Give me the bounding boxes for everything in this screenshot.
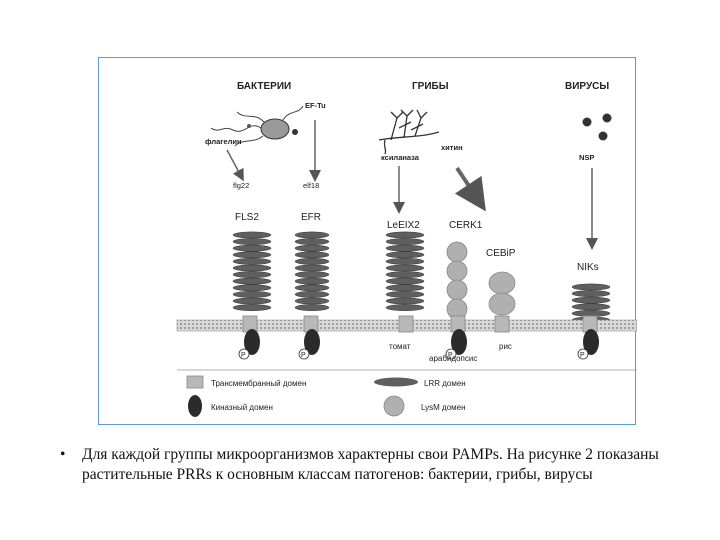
- lrr-repeat: [294, 251, 330, 259]
- nsp-label: NSP: [579, 153, 594, 162]
- lrr-repeat: [385, 244, 425, 252]
- lrr-repeat: [294, 297, 330, 305]
- lrr-repeat: [385, 271, 425, 278]
- svg-text:P: P: [448, 352, 453, 359]
- kinase-domains: [244, 329, 599, 355]
- efr-label: EFR: [301, 212, 321, 223]
- leeix2-lrr-stack: [385, 231, 425, 311]
- lrr-repeat: [232, 251, 272, 259]
- lrr-repeat: [385, 284, 425, 292]
- lrr-repeat: [232, 258, 272, 265]
- cebip-label: CEBiP: [486, 248, 516, 259]
- transmembrane-domains: [242, 315, 598, 333]
- group-bacteria-label: БАКТЕРИИ: [237, 81, 291, 92]
- cebip-lysm-stack: [488, 271, 516, 316]
- cerk1-label: CERK1: [449, 220, 483, 231]
- lrr-repeat: [294, 244, 330, 252]
- lrr-repeat: [232, 304, 272, 311]
- efr-lrr-stack: [294, 231, 330, 311]
- lrr-repeat: [294, 238, 330, 245]
- rice-label: рис: [499, 342, 512, 351]
- prr-diagram: БАКТЕРИИ ГРИБЫ ВИРУСЫ EF-Tu флагелин flg…: [98, 57, 637, 425]
- legend-lysm-label: LysM домен: [421, 403, 466, 412]
- caption-text: Для каждой группы микроорганизмов характ…: [82, 446, 659, 483]
- xylanase-label: ксиланаза: [381, 153, 420, 162]
- lrr-repeat: [385, 297, 425, 305]
- lrr-repeat: [385, 277, 425, 285]
- lrr-repeat: [294, 284, 330, 292]
- flg22-label: flg22: [233, 181, 249, 190]
- lrr-repeat: [232, 297, 272, 305]
- svg-text:P: P: [301, 352, 306, 359]
- legend-transmembrane-label: Трансмембранный домен: [211, 379, 306, 388]
- lrr-repeat: [232, 277, 272, 285]
- ef-tu-label: EF-Tu: [305, 101, 326, 110]
- caption-bullet: •: [60, 446, 66, 463]
- lrr-repeat: [232, 238, 272, 245]
- lrr-repeat: [294, 264, 330, 272]
- lrr-repeat: [571, 310, 611, 317]
- leeix2-label: LeEIX2: [387, 220, 420, 231]
- legend-kinase-label: Киназный домен: [211, 403, 273, 412]
- lrr-repeat: [232, 244, 272, 252]
- lrr-repeat: [294, 304, 330, 311]
- lrr-repeat: [294, 258, 330, 265]
- lrr-repeat: [571, 303, 611, 311]
- lrr-repeat: [294, 277, 330, 285]
- lrr-repeat: [571, 290, 611, 297]
- legend-transmembrane-swatch: [186, 375, 204, 389]
- arrow-chitin: [454, 166, 486, 212]
- group-viruses-label: ВИРУСЫ: [565, 81, 609, 92]
- lrr-repeat: [385, 238, 425, 245]
- cerk1-lysm-stack: [446, 241, 468, 320]
- legend-lrr-swatch: [374, 377, 418, 387]
- lrr-repeat: [232, 291, 272, 298]
- lrr-repeat: [232, 284, 272, 292]
- phospho-markers: P P P P: [238, 348, 589, 360]
- elf18-label: elf18: [303, 181, 319, 190]
- lrr-repeat: [385, 231, 425, 239]
- legend-kinase-swatch: [188, 395, 202, 417]
- svg-text:P: P: [580, 352, 585, 359]
- chitin-label: хитин: [441, 143, 463, 152]
- lrr-repeat: [385, 291, 425, 298]
- legend-lrr-label: LRR домен: [424, 379, 466, 388]
- legend-lysm-swatch: [383, 395, 405, 417]
- fungus-icon: [378, 109, 440, 155]
- niks-label: NIKs: [577, 262, 599, 273]
- virus-particles-icon: [582, 113, 612, 141]
- lrr-repeat: [232, 271, 272, 278]
- lrr-repeat: [385, 251, 425, 259]
- group-fungi-label: ГРИБЫ: [412, 81, 449, 92]
- lrr-repeat: [571, 283, 611, 291]
- svg-text:P: P: [241, 352, 246, 359]
- lrr-repeat: [294, 291, 330, 298]
- legend: Трансмембранный домен LRR домен Киназный…: [186, 375, 466, 417]
- fls2-label: FLS2: [235, 212, 259, 223]
- lrr-repeat: [294, 231, 330, 239]
- lrr-repeat: [294, 271, 330, 278]
- lrr-repeat: [385, 258, 425, 265]
- lrr-repeat: [571, 296, 611, 304]
- arabidopsis-label: арабидопсис: [429, 354, 477, 363]
- arrow-flagellin: [226, 149, 244, 182]
- lrr-repeat: [232, 264, 272, 272]
- lrr-repeat: [385, 304, 425, 311]
- fls2-lrr-stack: [232, 231, 272, 311]
- bacterium-icon: [210, 105, 304, 147]
- niks-lrr-stack: [571, 283, 611, 324]
- lrr-repeat: [232, 231, 272, 239]
- tomato-label: томат: [389, 342, 411, 351]
- flagellin-label: флагелин: [205, 137, 242, 146]
- lrr-repeat: [385, 264, 425, 272]
